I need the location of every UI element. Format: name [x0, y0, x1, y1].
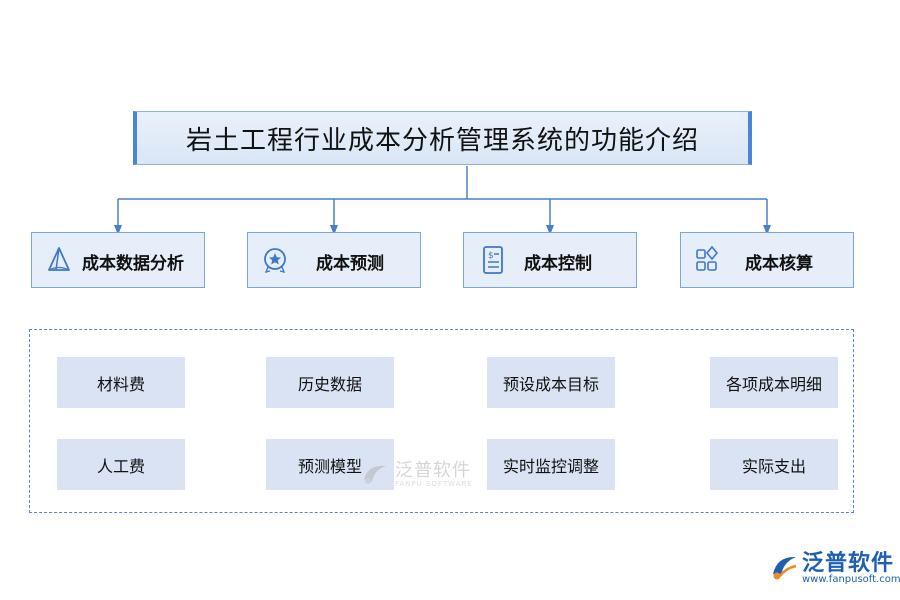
detail-item-labor-cost: 人工费: [57, 439, 185, 490]
watermark-text: 泛普软件: [395, 460, 471, 482]
star-badge-icon: [262, 245, 288, 275]
brand-name: 泛普软件: [802, 551, 895, 577]
detail-item-historical-data: 历史数据: [266, 357, 394, 408]
category-label: 成本核算: [745, 254, 813, 274]
pyramid-icon: [46, 245, 72, 275]
brand-url: www.fanpusoft.com: [802, 574, 900, 586]
watermark-subtext: FANPU SOFTWARE: [395, 480, 473, 489]
detail-item-preset-cost-target: 预设成本目标: [487, 357, 615, 408]
detail-item-realtime-adjustment: 实时监控调整: [487, 439, 615, 490]
detail-item-actual-expenditure: 实际支出: [710, 439, 838, 490]
grid-shapes-icon: [694, 245, 720, 275]
detail-item-cost-breakdown: 各项成本明细: [710, 357, 838, 408]
detail-item-forecast-model: 预测模型: [266, 439, 394, 490]
category-label: 成本控制: [524, 254, 592, 274]
category-box-cost-accounting: 成本核算: [680, 232, 854, 288]
detail-item-material-cost: 材料费: [57, 357, 185, 408]
category-label: 成本预测: [316, 254, 384, 274]
svg-text:$: $: [488, 251, 494, 261]
detail-items-panel: [29, 329, 854, 513]
diagram-title: 岩土工程行业成本分析管理系统的功能介绍: [133, 111, 752, 165]
center-watermark: 泛普软件 FANPU SOFTWARE: [360, 460, 473, 490]
category-label: 成本数据分析: [82, 254, 184, 274]
diagram-title-text: 岩土工程行业成本分析管理系统的功能介绍: [185, 125, 699, 156]
category-box-cost-data-analysis: 成本数据分析: [31, 232, 205, 288]
brand-logo-icon: [770, 552, 798, 586]
watermark-logo-icon: [360, 460, 390, 490]
brand-watermark: 泛普软件 www.fanpusoft.com: [770, 552, 900, 586]
dollar-document-icon: $: [480, 245, 506, 275]
category-box-cost-forecast: 成本预测: [247, 232, 421, 288]
category-box-cost-control: $ 成本控制: [463, 232, 637, 288]
